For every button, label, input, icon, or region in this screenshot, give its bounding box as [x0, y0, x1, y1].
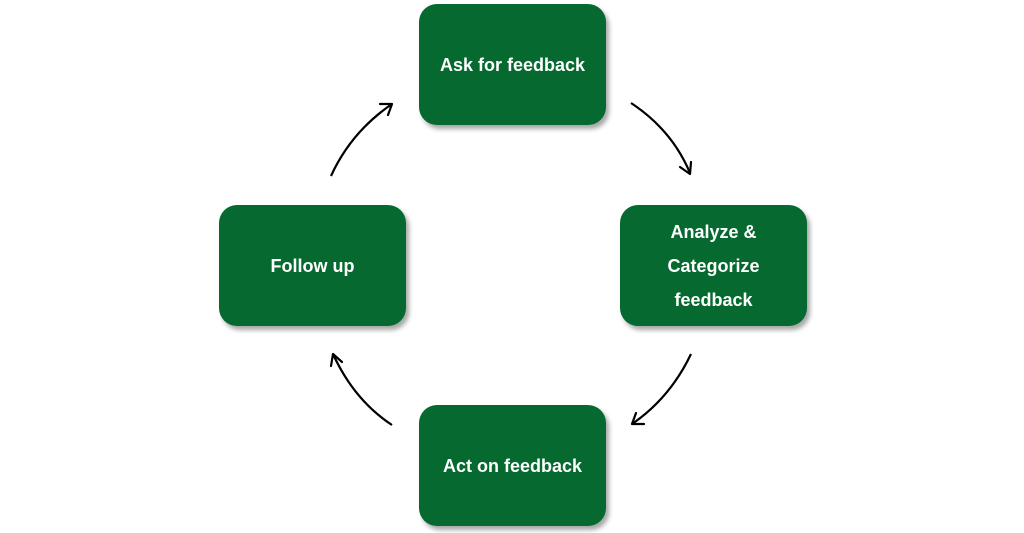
node-follow-up: Follow up [219, 205, 406, 326]
node-ask-for-feedback: Ask for feedback [419, 4, 606, 125]
node-act-label: Act on feedback [442, 455, 583, 476]
arrow-ask-to-analyze [630, 102, 693, 176]
node-ask-label: Ask for feedback [439, 54, 586, 75]
arrow-follow-to-ask [329, 102, 394, 177]
arrow-act-to-follow [329, 352, 393, 426]
node-follow-label: Follow up [270, 255, 355, 276]
node-analyze-categorize: Analyze & Categorize feedback [620, 205, 807, 326]
node-act-on-feedback: Act on feedback [419, 405, 606, 526]
arrow-analyze-to-act [630, 353, 692, 426]
node-analyze-label: Analyze & Categorize feedback [667, 221, 760, 310]
